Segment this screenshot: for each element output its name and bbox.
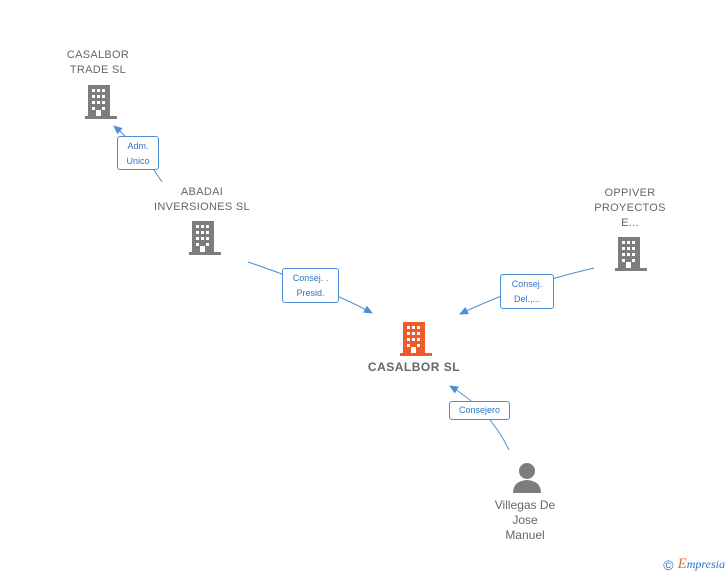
copyright-icon: ©	[663, 556, 674, 573]
edge-label-consej-del[interactable]: Consej. Del.,...	[500, 274, 554, 309]
company-label-abadai[interactable]: ABADAI INVERSIONES SL	[154, 186, 250, 213]
building-icon[interactable]	[615, 237, 647, 271]
company-label-casalbor-trade[interactable]: CASALBOR TRADE SL	[66, 49, 130, 76]
building-icon[interactable]	[189, 221, 221, 255]
company-label-casalbor[interactable]: CASALBOR SL	[367, 360, 461, 374]
person-label-villegas[interactable]: Villegas De Jose Manuel	[494, 498, 556, 542]
edge-label-consej-presid[interactable]: Consej. . Presid.	[282, 268, 339, 303]
footer-brand: © Empresia	[663, 556, 725, 573]
edge-label-adm-unico[interactable]: Adm. Unico	[117, 136, 159, 170]
building-icon[interactable]	[85, 85, 117, 119]
building-icon[interactable]	[400, 322, 432, 356]
person-icon[interactable]	[513, 463, 541, 493]
empresia-logo[interactable]: Empresia	[677, 556, 725, 572]
company-label-oppiver[interactable]: OPPIVER PROYECTOS E...	[594, 187, 666, 229]
edge-label-consejero[interactable]: Consejero	[449, 401, 510, 420]
